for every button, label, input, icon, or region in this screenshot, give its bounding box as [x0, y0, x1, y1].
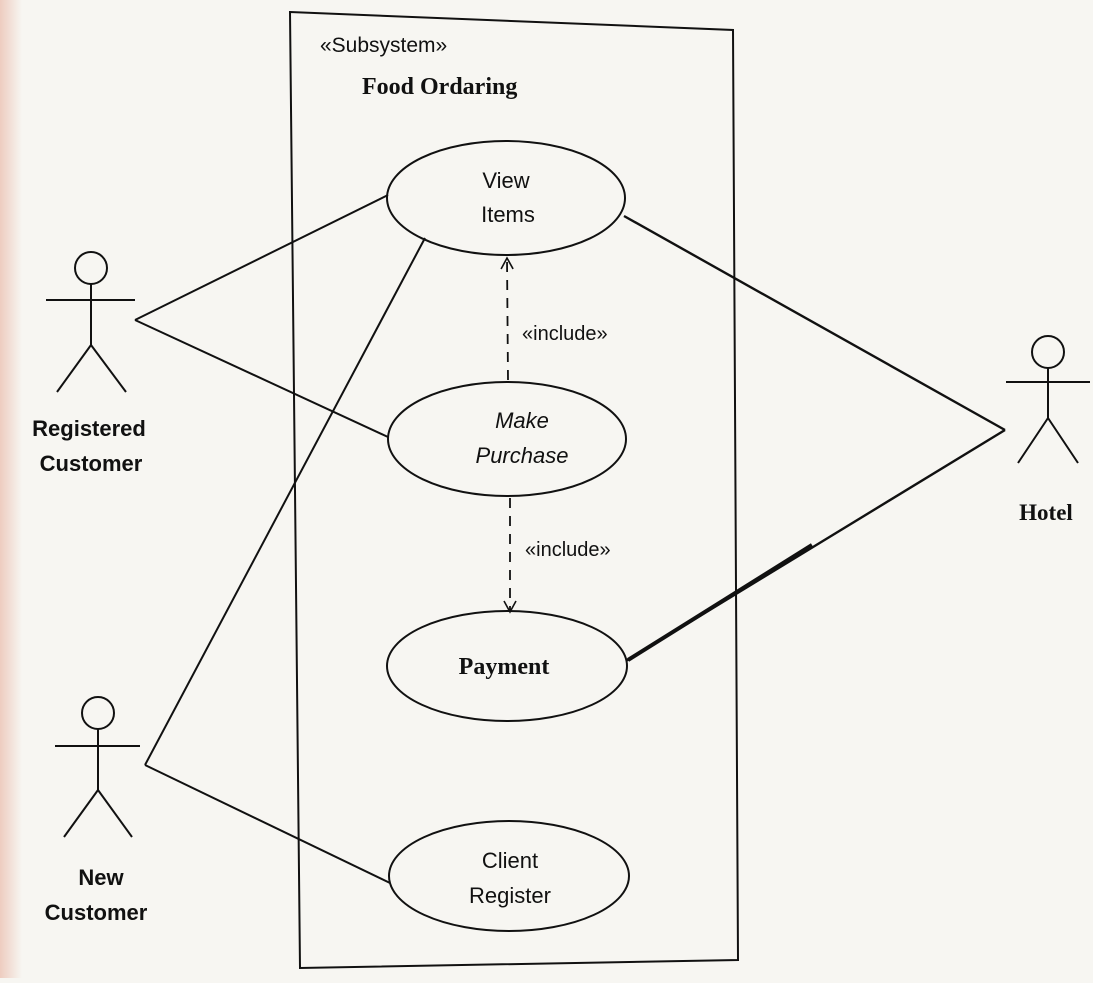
- use-case-label: Register: [469, 883, 551, 908]
- include-label: «include»: [522, 323, 608, 345]
- association-registered-view-items: [134, 194, 389, 321]
- association-new-customer-view-items: [144, 237, 426, 766]
- include-arrow-view-items: [500, 256, 514, 381]
- actor-leg: [1047, 417, 1079, 464]
- actor-leg: [63, 789, 99, 838]
- actor-head: [1031, 335, 1065, 369]
- actor-label: Customer: [45, 900, 148, 925]
- association-registered-make-purchase: [134, 319, 389, 438]
- actor-leg: [1017, 417, 1049, 464]
- actor-head: [81, 696, 115, 730]
- actor-leg: [97, 789, 133, 838]
- association-new-customer-client-register: [144, 764, 391, 884]
- use-case-label: Payment: [459, 654, 550, 680]
- actor-hotel[interactable]: [1006, 335, 1090, 464]
- actor-new-customer[interactable]: [55, 696, 140, 838]
- actor-label: New: [78, 865, 124, 890]
- use-case-label: Items: [481, 202, 535, 227]
- subsystem-boundary: [288, 10, 740, 970]
- actor-label: Hotel: [1019, 500, 1073, 525]
- use-case-label: View: [482, 168, 529, 193]
- association-hotel-view-items: [623, 214, 1006, 432]
- use-case-label: Client: [482, 848, 538, 873]
- association-hotel-payment-heavy: [626, 543, 814, 662]
- actor-leg: [56, 344, 92, 393]
- subsystem-stereotype: «Subsystem»: [320, 34, 447, 57]
- actor-leg: [90, 344, 127, 393]
- association-lines: [134, 194, 1006, 884]
- scan-edge-tint: [0, 0, 22, 978]
- subsystem-title: Food Ordaring: [362, 74, 517, 100]
- use-case-client-register[interactable]: Client Register: [388, 820, 630, 932]
- include-label: «include»: [525, 539, 611, 561]
- actor-label: Registered: [32, 416, 146, 441]
- use-case-make-purchase[interactable]: Make Purchase: [387, 381, 627, 497]
- use-case-label: Purchase: [476, 443, 569, 468]
- actor-registered-customer[interactable]: [46, 251, 135, 393]
- use-case-label: Make: [495, 408, 549, 433]
- actor-head: [74, 251, 108, 285]
- actor-label: Customer: [40, 451, 143, 476]
- use-case-payment[interactable]: Payment: [386, 610, 628, 722]
- use-case-view-items[interactable]: View Items: [386, 140, 626, 256]
